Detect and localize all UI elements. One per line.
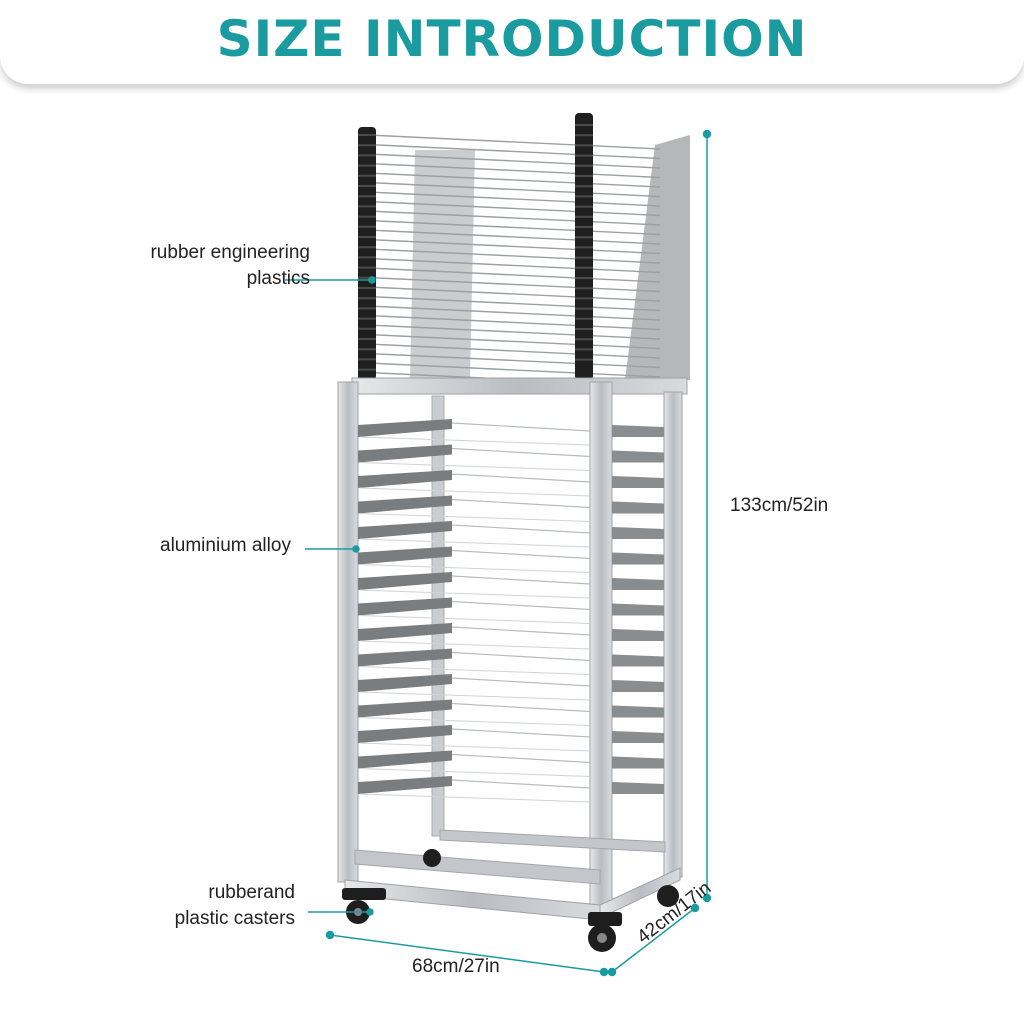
callout-aluminium-label: aluminium alloy [160,535,291,556]
callout-rubber-line1: rubber engineering [150,242,310,263]
callout-casters-line1: rubberand [208,882,295,903]
side-hinge-arm [625,135,690,380]
callout-casters-label: rubberand plastic casters [120,880,295,932]
page-title: SIZE INTRODUCTION [216,10,808,68]
callout-leaders [285,276,376,916]
dimension-width-label: 68cm/27in [412,956,500,977]
callout-rubber-label: rubber engineering plastics [100,240,310,292]
callout-casters-line2: plastic casters [174,908,295,929]
aluminium-frame [337,377,688,921]
casters [342,849,679,952]
dimension-lines [325,129,712,977]
header-banner: SIZE INTRODUCTION [0,0,1024,84]
dimension-height-label: 133cm/52in [730,495,829,516]
callout-rubber-line2: plastics [246,268,310,289]
rubber-spacer-columns [358,113,593,380]
upper-wire-shelves [367,134,661,388]
